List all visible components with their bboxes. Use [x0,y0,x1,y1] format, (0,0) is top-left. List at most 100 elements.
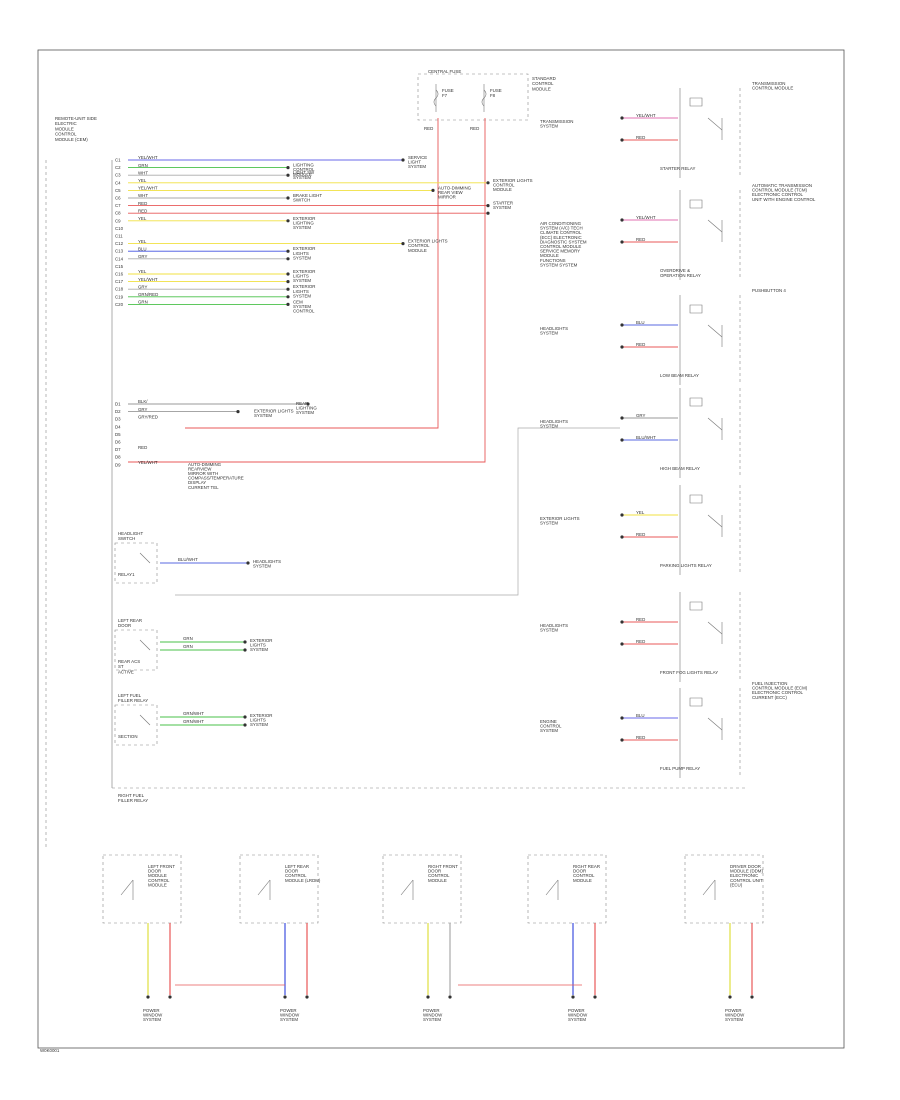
pin-destination: EXTERIOR [293,269,315,274]
pin-destination: BRAKE LIGHT [293,193,322,198]
relay-description: SERVICE MEMORY [540,249,580,254]
relay-terminal [620,642,624,646]
pin-terminal [286,257,290,261]
switch-terminal [243,715,247,719]
door-module-power-label: WINDOW [725,1013,745,1018]
relay-contact-icon [707,417,723,431]
switch-terminal [243,640,247,644]
relay-coil-icon [689,199,703,209]
pin-wire-color: YEL [138,269,147,274]
relay-title: AUTOMATIC TRANSMISSION [752,183,812,188]
switch-destination: EXTERIOR [250,713,272,718]
pin-wire-color: WHT [138,193,148,198]
relay-title: ELECTRONIC CONTROL [752,192,804,197]
relay-description: SYSTEM [540,728,558,733]
pin-wire-color: RED [138,201,147,206]
relay-wire-color: RED [636,135,645,140]
relay-wire-color: RED [636,237,645,242]
cem-label-line: ELECTRIC [55,121,77,126]
door-module-power-label: WINDOW [280,1013,300,1018]
lower-pin-number: D4 [115,424,121,429]
pin-destination: LIGHTS [293,274,309,279]
relay-wire-color: BLU [636,713,645,718]
relay-contact-icon [707,514,723,528]
cem-label-line: CONTROL [55,132,77,137]
lower-pin-number: D8 [115,455,121,460]
relay-coil-icon [689,97,703,107]
relay-terminal [620,438,624,442]
pin-number: C3 [115,173,121,178]
pin-destination: SYSTEM [293,304,311,309]
pin-terminal [286,295,290,299]
pin-number: C11 [115,234,123,239]
door-module-label: DOOR [148,869,161,874]
pin-destination: SWITCH [293,198,310,203]
door-module-terminal [305,995,309,999]
fuse-label: F7 [442,93,448,98]
switch-terminal [246,561,250,565]
switch-sublabel: RELAY1 [118,572,135,577]
pin-number: C7 [115,203,121,208]
door-module-power-label: WINDOW [423,1013,443,1018]
switch-label: FILLER RELAY [118,698,148,703]
pin-destination: AUTO-DIMMING [438,185,472,190]
relay-name: LOW BEAM RELAY [660,373,699,378]
switch-sublabel: SECTION [118,734,138,739]
switch-destination: HEADLIGHTS [253,559,281,564]
engine-relay-label-line: CONTROL [532,81,554,86]
relay-title: PUSHBUTTON 4 [752,288,786,293]
relay-description: (ECC) ELECTRONIC [540,235,582,240]
pin-number: C12 [115,241,124,246]
pin-destination: MIRROR [438,195,456,200]
relay-terminal [620,716,624,720]
relay-wire-color: YEL/WHT [636,215,656,220]
switch-wire-color: GRN/WHT [183,711,204,716]
switch-label: DOOR [118,623,131,628]
relay-terminal [620,620,624,624]
lower-pin-number: D9 [115,462,121,467]
fuse-label: F8 [490,93,496,98]
lower-pin-terminal [306,402,310,406]
door-module-terminal [448,995,452,999]
lower-pin-wire-color: GRY/RED [138,414,158,419]
switch-wire-color: GRN [183,636,193,641]
lower-pin-destination: EXTERIOR LIGHTS [254,409,294,414]
diagram-frame [37,49,845,1049]
switch-terminal [243,648,247,652]
pin-destination: SYSTEM [293,278,311,283]
lower-pin-destination: REAR [296,401,308,406]
pin-wire-color: YEL/WHT [138,277,158,282]
relay-wire-color: RED [636,617,645,622]
door-module-label: MODULE [573,878,592,883]
pin-destination: EXTERIOR LIGHTS [408,239,448,244]
lower-pin-number: D6 [115,440,121,445]
lower-pin-destination: LIGHTING [296,406,317,411]
pin-destination: CEM [293,299,303,304]
relay-title: CURRENT (ECC) [752,695,787,700]
fuse-feed-2 [128,118,486,463]
pin-number: C15 [115,264,124,269]
fuse-feed-1-wire: RED [424,126,433,131]
pin-wire-color: YEL/WHT [138,155,158,160]
door-module-terminal [283,995,287,999]
lower-pin-number: D3 [115,417,121,422]
cem-label-line: REMOTE-UNIT SIDE [55,116,97,121]
pin-terminal [286,166,290,170]
pin-number: C5 [115,188,121,193]
pin-number: C14 [115,256,124,261]
door-module-power-label: SYSTEM [423,1017,441,1022]
relay-description: MODULE [540,253,559,258]
pin-destination: STARTER [493,201,513,206]
relay-description: CONTROL MODULE [540,244,581,249]
gray-signal-route [175,427,620,596]
switch-destination: SYSTEM [250,722,268,727]
relay-coil-icon [689,304,703,314]
relay-terminal [620,240,624,244]
pin-destination: CONTROL [493,182,515,187]
pin-destination: SYSTEM [293,225,311,230]
door-module-power-label: SYSTEM [725,1017,743,1022]
door-module-label: LEFT REAR [285,864,309,869]
